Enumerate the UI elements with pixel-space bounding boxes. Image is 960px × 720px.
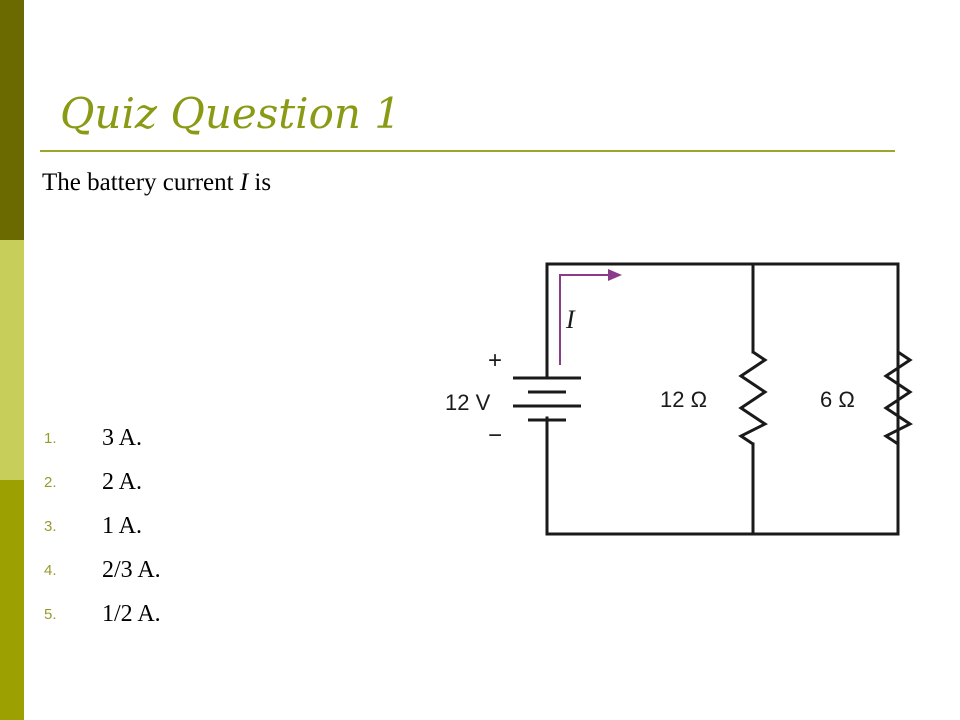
circuit-diagram: I + 12 V − 12 Ω 6 Ω [445,262,913,536]
question-suffix: is [248,169,272,196]
resistor-12-ohm-label: 12 Ω [660,387,707,412]
battery-voltage-label: 12 V [445,390,491,415]
option-number: 2. [44,473,57,491]
question-variable: I [239,169,249,196]
side-bar-bottom [0,480,24,720]
option-text: 1 A. [102,512,143,539]
option-number: 4. [44,561,57,579]
option-text: 1/2 A. [102,600,161,627]
question-prefix: The battery current [42,169,240,196]
battery-icon [513,376,581,422]
answer-options: 1. 3 A. 2. 2 A. 3. 1 A. 4. 2/3 A. 5. 1/2… [44,416,161,636]
current-arrow-icon [559,269,622,365]
resistor-6-ohm-label: 6 Ω [820,387,855,412]
option-4[interactable]: 4. 2/3 A. [44,548,161,592]
option-text: 2 A. [102,468,143,495]
option-1[interactable]: 1. 3 A. [44,416,161,460]
slide-title: Quiz Question 1 [60,89,402,138]
side-bar-top [0,0,24,240]
side-bar-middle [0,240,24,480]
option-text: 2/3 A. [102,556,161,583]
resistor-12-ohm-icon [738,350,768,446]
option-number: 5. [44,605,57,623]
option-number: 3. [44,517,57,535]
option-5[interactable]: 5. 1/2 A. [44,592,161,636]
option-3[interactable]: 3. 1 A. [44,504,161,548]
resistor-6-ohm-icon [883,350,913,446]
question-text: The battery current I is [42,166,271,200]
option-2[interactable]: 2. 2 A. [44,460,161,504]
battery-minus-sign: − [488,422,502,449]
title-underline [40,150,895,152]
battery-plus-sign: + [488,347,502,374]
option-number: 1. [44,429,57,447]
option-text: 3 A. [102,424,143,451]
current-label: I [565,305,576,334]
